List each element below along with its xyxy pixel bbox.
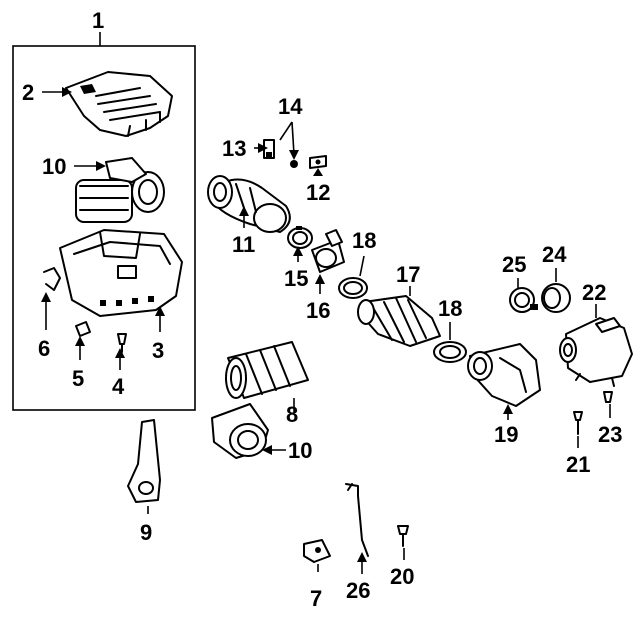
callout-4: 4: [112, 374, 125, 399]
leaders: [41, 87, 611, 574]
callout-24: 24: [542, 242, 567, 267]
part-fastener-20: [397, 525, 409, 547]
part-resonator-lower: [211, 403, 269, 459]
callout-22: 22: [582, 280, 606, 305]
part-resonator-22: [559, 317, 633, 387]
part-tube-26: [345, 483, 369, 557]
part-clamp-15: [287, 226, 313, 249]
callout-10-upper: 10: [42, 154, 66, 179]
part-grommet: [75, 321, 91, 337]
callout-16: 16: [306, 298, 330, 323]
part-grommet-14: [290, 160, 298, 168]
callout-13: 13: [222, 136, 246, 161]
part-pin-21: [573, 411, 583, 435]
callout-3: 3: [152, 338, 164, 363]
assembly-group-1: [12, 32, 196, 411]
part-filter-element: [225, 341, 309, 399]
part-fastener-4: [117, 333, 127, 353]
part-resonator-upper: [75, 157, 165, 223]
callout-12: 12: [306, 180, 330, 205]
callout-1: 1: [92, 8, 104, 33]
part-bracket: [127, 419, 161, 503]
callout-6: 6: [38, 336, 50, 361]
callout-25: 25: [502, 252, 526, 277]
callout-20: 20: [390, 564, 414, 589]
part-mount-7: [303, 539, 331, 563]
part-hose-17: [357, 295, 441, 347]
part-air-cleaner-cover: [65, 71, 173, 137]
callout-labels: 1 2 10 6 5 4 3 9 11 13 14 12 15 16 18 17…: [22, 8, 622, 611]
part-sensor-12: [309, 155, 327, 169]
part-clamp-18-upper: [338, 277, 368, 299]
callout-10-lower: 10: [288, 438, 312, 463]
part-intake-elbow: [467, 343, 541, 407]
callout-7: 7: [310, 586, 322, 611]
callout-9: 9: [140, 520, 152, 545]
callout-26: 26: [346, 578, 370, 603]
part-clamp-18-lower: [433, 341, 467, 363]
callout-5: 5: [72, 366, 84, 391]
callout-8: 8: [286, 402, 298, 427]
part-clamp-25: [509, 287, 538, 313]
callout-18-upper: 18: [352, 228, 376, 253]
part-clip: [43, 267, 61, 291]
callout-23: 23: [598, 422, 622, 447]
callout-18-lower: 18: [438, 296, 462, 321]
part-inlet-duct: [207, 175, 291, 233]
callout-17: 17: [396, 262, 420, 287]
part-air-cleaner-lower-housing: [59, 229, 183, 317]
callout-2: 2: [22, 80, 34, 105]
callout-11: 11: [232, 232, 255, 257]
callout-21: 21: [566, 452, 590, 477]
part-grommet-23: [603, 391, 613, 403]
callout-19: 19: [494, 422, 518, 447]
callout-14: 14: [278, 94, 303, 119]
callout-15: 15: [284, 266, 308, 291]
part-coupler-24: [541, 283, 571, 313]
part-coupler-16: [311, 229, 345, 273]
